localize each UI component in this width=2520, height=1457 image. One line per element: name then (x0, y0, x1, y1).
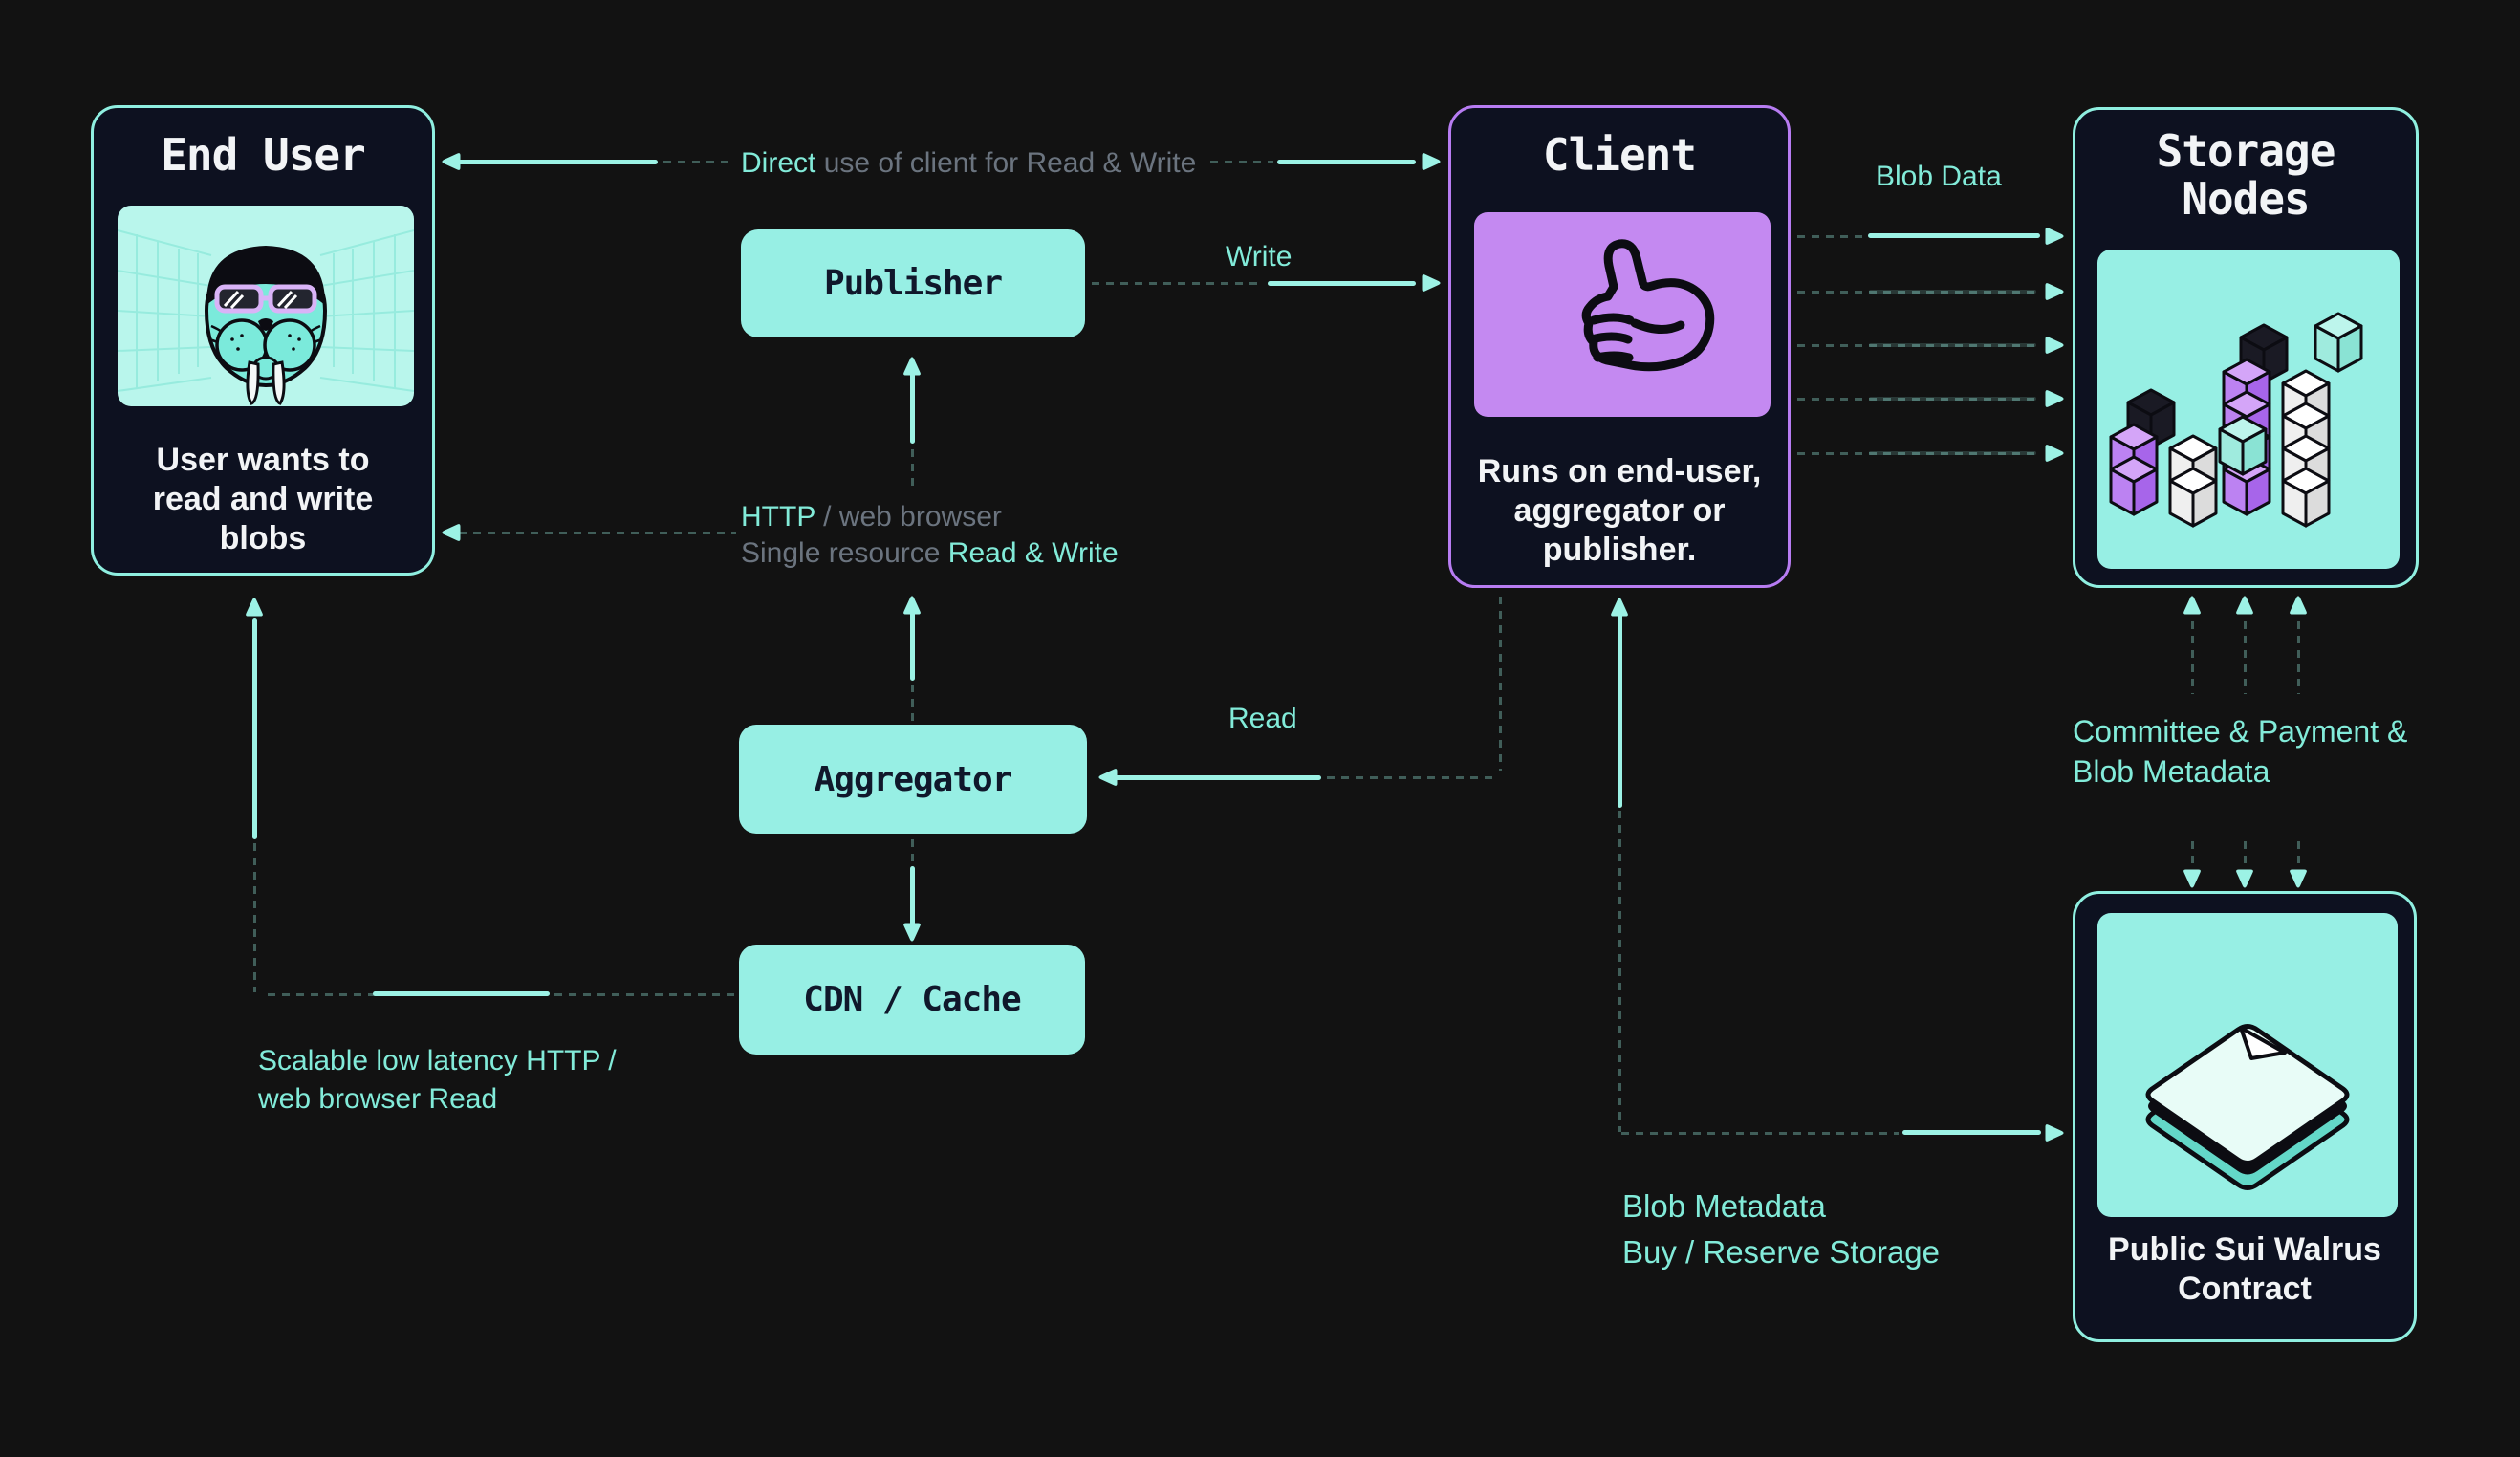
arrow-line (1115, 775, 1321, 780)
walrus-icon (118, 229, 414, 405)
arrow-line (1092, 282, 1264, 285)
arrowhead-down-icon (2232, 865, 2257, 890)
arrowhead-down-icon (900, 919, 924, 944)
arrow-line (252, 618, 257, 839)
direct-use-label: Direct use of client for Read & Write (741, 147, 1197, 179)
arrow-line (459, 532, 736, 534)
arrowhead-right-icon (1418, 271, 1443, 295)
storage-nodes-card: Storage Nodes (2073, 107, 2419, 588)
aggregator-node: Aggregator (739, 725, 1087, 834)
arrowhead-left-icon (440, 520, 465, 545)
blob-data-label: Blob Data (1876, 161, 2002, 192)
arrow-line (1869, 290, 2036, 294)
arrowhead-down-icon (2286, 865, 2311, 890)
arrow-line (1869, 343, 2036, 347)
arrow-line (1618, 811, 1621, 1132)
arrowhead-right-icon (1418, 149, 1443, 174)
client-caption: Runs on end-user, aggregator or publishe… (1477, 453, 1762, 568)
arrow-line (1902, 1130, 2041, 1135)
arrow-line (373, 991, 550, 996)
write-label: Write (1226, 241, 1293, 272)
arrow-line (1797, 235, 1866, 238)
arrow-line (2244, 841, 2247, 866)
client-title: Client (1542, 129, 1697, 181)
arrow-line (1868, 233, 2040, 238)
read-label: Read (1228, 703, 1297, 734)
arrow-line (2191, 841, 2194, 866)
arrowhead-up-icon (242, 596, 267, 620)
arrowhead-up-icon (900, 594, 924, 619)
arrow-line (910, 610, 915, 681)
arrowhead-up-icon (2232, 594, 2257, 619)
arrow-line (911, 449, 914, 488)
sui-contract-card: Public Sui Walrus Contract (2073, 891, 2417, 1342)
arrowhead-right-icon (2041, 333, 2066, 358)
arrowhead-up-icon (2180, 594, 2205, 619)
client-illustration (1474, 212, 1771, 417)
stacked-documents-icon (2145, 1024, 2350, 1190)
scalable-read-label: Scalable low latency HTTP / web browser … (258, 1045, 617, 1115)
arrow-line (457, 160, 658, 164)
arrow-line (1618, 612, 1622, 808)
end-user-title: End User (161, 129, 366, 181)
arrow-line (253, 843, 256, 992)
arrow-line (2191, 621, 2194, 694)
blob-metadata-label: Blob Metadata Buy / Reserve Storage (1622, 1188, 1940, 1270)
arrow-line (663, 161, 734, 163)
storage-illustration (2097, 250, 2400, 569)
contract-illustration (2097, 913, 2398, 1217)
arrow-line (1268, 281, 1416, 286)
arrowhead-up-icon (1607, 596, 1632, 620)
arrow-line (1869, 397, 2036, 401)
committee-label: Committee & Payment & Blob Metadata (2073, 714, 2408, 789)
arrow-line (1797, 291, 2041, 294)
arrowhead-left-icon (440, 149, 465, 174)
arrow-line (1797, 398, 2041, 401)
arrowhead-right-icon (2041, 279, 2066, 304)
end-user-caption: User wants to read and write blobs (152, 442, 374, 556)
arrow-line (2244, 621, 2247, 694)
cube-stacks-icon (2109, 312, 2363, 528)
arrow-line (1499, 597, 1502, 771)
arrow-line (1277, 160, 1416, 164)
arrow-line (1327, 776, 1499, 779)
client-card: Client Runs on end-user, aggregator or p… (1448, 105, 1791, 588)
arrow-line (1797, 344, 2041, 347)
arrow-line (1210, 161, 1273, 163)
arrowhead-right-icon (2041, 1120, 2066, 1145)
arrow-line (911, 839, 914, 864)
cdn-cache-node: CDN / Cache (739, 945, 1085, 1055)
arrow-line (1869, 451, 2036, 455)
arrow-line (910, 371, 915, 444)
publisher-node: Publisher (741, 229, 1085, 337)
arrowhead-down-icon (2180, 865, 2205, 890)
walrus-illustration (118, 206, 414, 406)
contract-caption: Public Sui Walrus Contract (2108, 1231, 2381, 1307)
arrowhead-left-icon (1097, 765, 1121, 790)
thumbs-up-icon (1581, 239, 1715, 372)
arrowhead-right-icon (2041, 224, 2066, 249)
storage-nodes-title: Storage Nodes (2156, 125, 2336, 225)
http-label: HTTP / web browser Single resource Read … (741, 501, 1119, 569)
arrow-line (1621, 1132, 1899, 1135)
arrow-line (910, 866, 915, 931)
arrow-line (2297, 841, 2300, 866)
arrowhead-right-icon (2041, 441, 2066, 466)
arrow-line (2297, 621, 2300, 694)
end-user-card: End User (91, 105, 435, 576)
arrowhead-up-icon (900, 355, 924, 380)
arrow-line (911, 685, 914, 725)
arrow-line (1797, 452, 2041, 455)
arrowhead-up-icon (2286, 594, 2311, 619)
arrowhead-right-icon (2041, 386, 2066, 411)
